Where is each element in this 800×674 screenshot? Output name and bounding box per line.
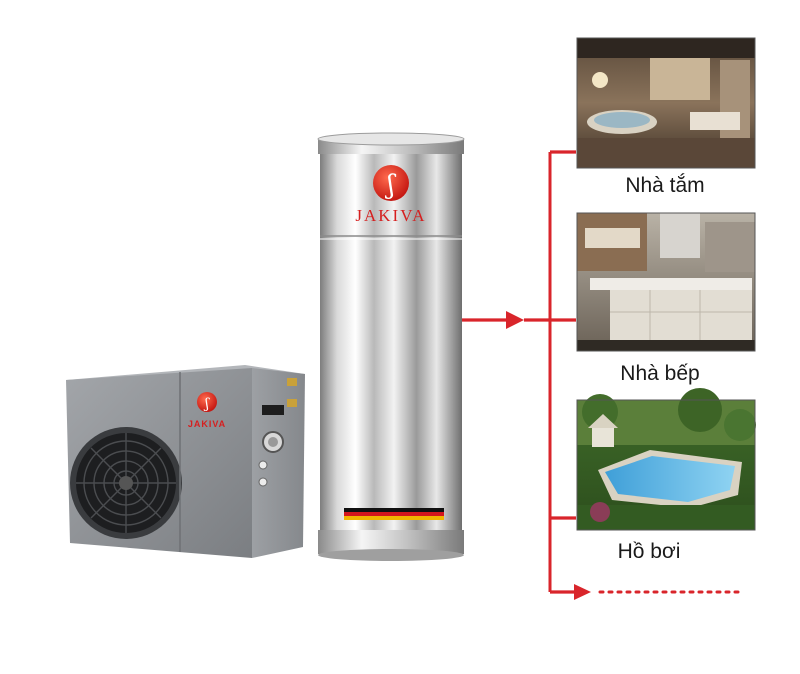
swimming-pool-photo — [576, 388, 756, 531]
bathroom-photo — [576, 37, 756, 169]
distribution-arrows — [462, 150, 742, 600]
svg-text:JAKIVA: JAKIVA — [188, 419, 226, 429]
svg-text:JAKIVA: JAKIVA — [355, 206, 426, 225]
outdoor-heat-pump-unit: ʃ JAKIVA — [66, 365, 305, 558]
svg-text:ʃ: ʃ — [384, 170, 396, 200]
tank-brand-logo: ʃ JAKIVA — [355, 165, 426, 225]
bathroom-label: Nhà tắm — [625, 174, 704, 197]
pool-label: Hồ bơi — [618, 540, 681, 563]
fan-grille-icon — [70, 427, 182, 539]
unit-brand-logo: ʃ JAKIVA — [188, 392, 226, 429]
svg-text:ʃ: ʃ — [203, 396, 210, 412]
kitchen-label: Nhà bếp — [620, 362, 699, 385]
hot-water-storage-tank: ʃ JAKIVA — [317, 132, 465, 561]
kitchen-photo — [576, 212, 756, 352]
